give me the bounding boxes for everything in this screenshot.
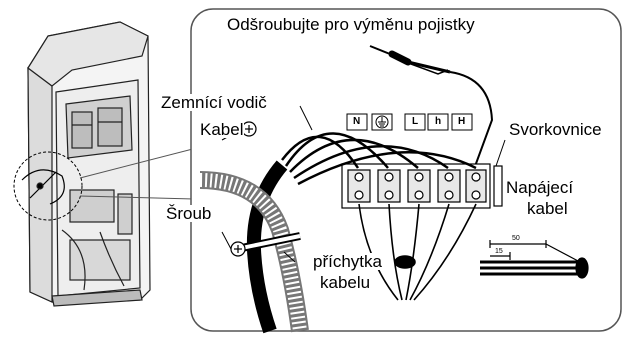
fuse-holder	[388, 50, 412, 66]
screw-label: Šroub	[165, 204, 213, 223]
ground-wire-label: Zemnící vodič	[160, 93, 268, 112]
wiring-detail	[199, 45, 589, 334]
terminal-label-n: N	[353, 116, 361, 127]
terminal-block	[341, 163, 503, 209]
terminal-labels	[346, 113, 473, 131]
dimension-outer: 50	[512, 235, 520, 242]
supply-cable-label-2: kabel	[526, 199, 569, 218]
terminal-label-h-upper: H	[458, 116, 466, 127]
hand-dryer-illustration	[13, 21, 151, 307]
terminal-label-h-lower: h	[435, 116, 442, 127]
internal-wires	[281, 132, 477, 186]
terminal-block-label: Svorkovnice	[508, 120, 603, 139]
ground-symbol-icon	[375, 115, 389, 129]
supply-cable-end	[480, 240, 589, 279]
supply-cable-label-1: Napájecí	[505, 178, 575, 197]
cable-clip-label-1: příchytka	[312, 252, 383, 271]
power-cable	[246, 160, 288, 334]
cable-label: Kabel	[199, 120, 245, 139]
supply-wires	[358, 203, 477, 301]
terminal-label-l: L	[412, 116, 419, 127]
dimension-inner: 15	[495, 248, 503, 255]
cable-clip-label-2: kabelu	[319, 273, 372, 292]
fuse-label: Odšroubujte pro výměnu pojistky	[226, 15, 476, 34]
